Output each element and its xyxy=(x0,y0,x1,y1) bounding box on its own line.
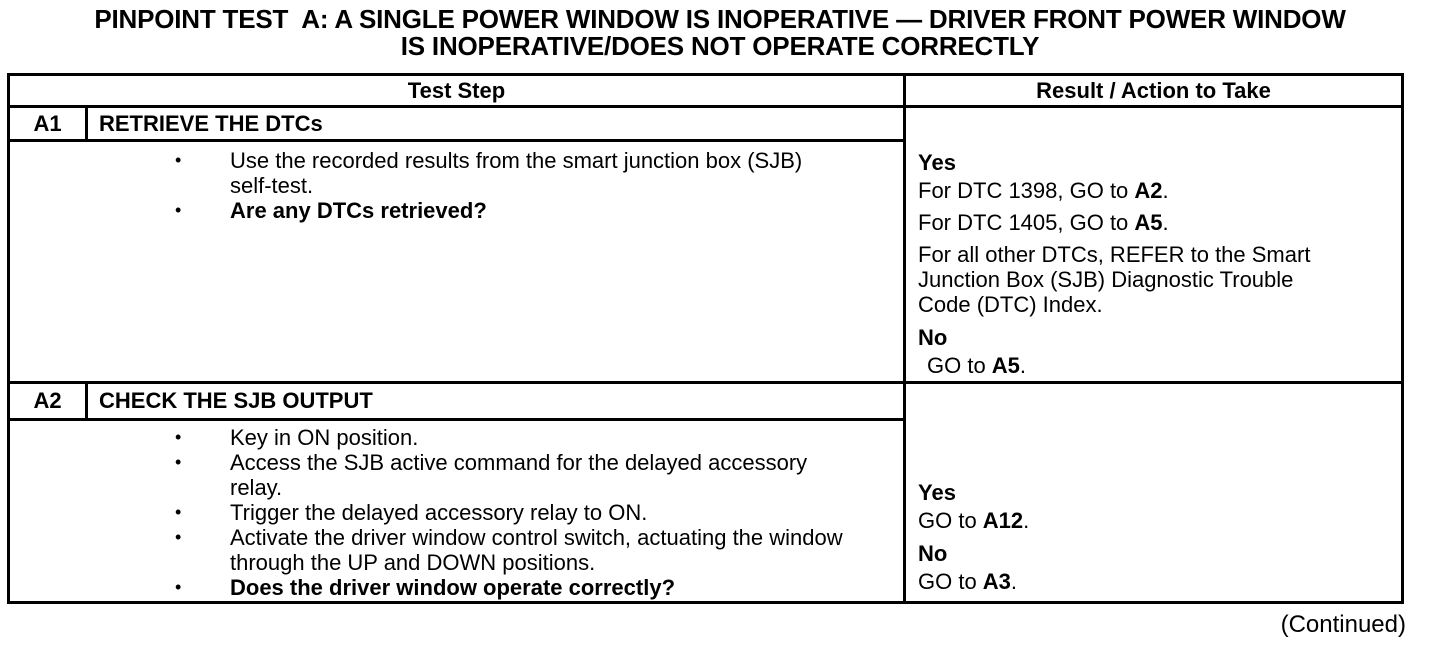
list-item-question: •Does the driver window operate correctl… xyxy=(175,575,676,600)
step-reference: A12 xyxy=(982,508,1024,533)
bullet-icon: • xyxy=(175,150,182,170)
step-instructions-a2: •Key in ON position. •Access the SJB act… xyxy=(10,421,903,600)
action-line: GO to A3. xyxy=(918,569,1018,594)
step-number-a2: A2 xyxy=(10,384,88,418)
verdict-no: No xyxy=(918,541,948,566)
test-step-cell-a2: A2 CHECK THE SJB OUTPUT •Key in ON posit… xyxy=(10,384,906,601)
action-line: GO to A5. xyxy=(927,353,1027,378)
step-instructions-a1: •Use the recorded results from the smart… xyxy=(10,142,903,223)
continued-note: (Continued) xyxy=(1280,611,1406,638)
bullet-icon: • xyxy=(175,577,182,597)
result-no-block-a1: No GO to A5. xyxy=(918,325,1391,378)
table-header-row: Test Step Result / Action to Take xyxy=(10,76,1401,108)
step-reference: A5 xyxy=(1134,210,1163,235)
step-reference: A3 xyxy=(982,569,1011,594)
bullet-icon: • xyxy=(175,527,182,547)
list-item: •Access the SJB active command for the d… xyxy=(175,450,808,500)
step-reference: A5 xyxy=(991,353,1020,378)
step-title-a2: CHECK THE SJB OUTPUT xyxy=(99,388,373,413)
test-step-cell-a1: A1 RETRIEVE THE DTCs •Use the recorded r… xyxy=(10,108,906,381)
result-yes-block-a1: Yes For DTC 1398, GO to A2. For DTC 1405… xyxy=(918,150,1391,317)
verdict-no: No xyxy=(918,325,948,350)
verdict-yes: Yes xyxy=(918,150,956,175)
list-item: •Activate the driver window control swit… xyxy=(175,525,843,575)
column-header-result-action: Result / Action to Take xyxy=(1036,77,1271,103)
list-item-question: •Are any DTCs retrieved? xyxy=(175,198,487,223)
list-item: •Key in ON position. xyxy=(175,425,419,450)
step-header-a2: A2 CHECK THE SJB OUTPUT xyxy=(10,384,903,421)
list-item: •Trigger the delayed accessory relay to … xyxy=(175,500,648,525)
test-step-row-a2: A2 CHECK THE SJB OUTPUT •Key in ON posit… xyxy=(10,384,1401,601)
list-item: •Use the recorded results from the smart… xyxy=(175,148,803,198)
pinpoint-test-table: Test Step Result / Action to Take A1 RET… xyxy=(7,73,1404,604)
step-header-a1: A1 RETRIEVE THE DTCs xyxy=(10,108,903,142)
bullet-icon: • xyxy=(175,452,182,472)
action-line: For DTC 1398, GO to A2. xyxy=(918,178,1169,203)
step-reference: A2 xyxy=(1134,178,1163,203)
bullet-icon: • xyxy=(175,427,182,447)
verdict-yes: Yes xyxy=(918,480,956,505)
action-line: For all other DTCs, REFER to the Smart J… xyxy=(918,242,1311,317)
bullet-icon: • xyxy=(175,502,182,522)
result-yes-block-a2: Yes GO to A12. xyxy=(918,480,1391,533)
step-number-a1: A1 xyxy=(10,108,88,139)
action-line: For DTC 1405, GO to A5. xyxy=(918,210,1169,235)
result-cell-a1: Yes For DTC 1398, GO to A2. For DTC 1405… xyxy=(906,108,1401,381)
column-header-test-step: Test Step xyxy=(10,76,906,105)
action-line: GO to A12. xyxy=(918,508,1030,533)
page-title: PINPOINT TEST A: A SINGLE POWER WINDOW I… xyxy=(94,4,1346,61)
step-title-a1: RETRIEVE THE DTCs xyxy=(99,110,323,136)
result-cell-a2: Yes GO to A12. No GO to A3. xyxy=(906,384,1401,601)
bullet-icon: • xyxy=(175,200,182,220)
result-no-block-a2: No GO to A3. xyxy=(918,541,1391,594)
test-step-row-a1: A1 RETRIEVE THE DTCs •Use the recorded r… xyxy=(10,108,1401,384)
